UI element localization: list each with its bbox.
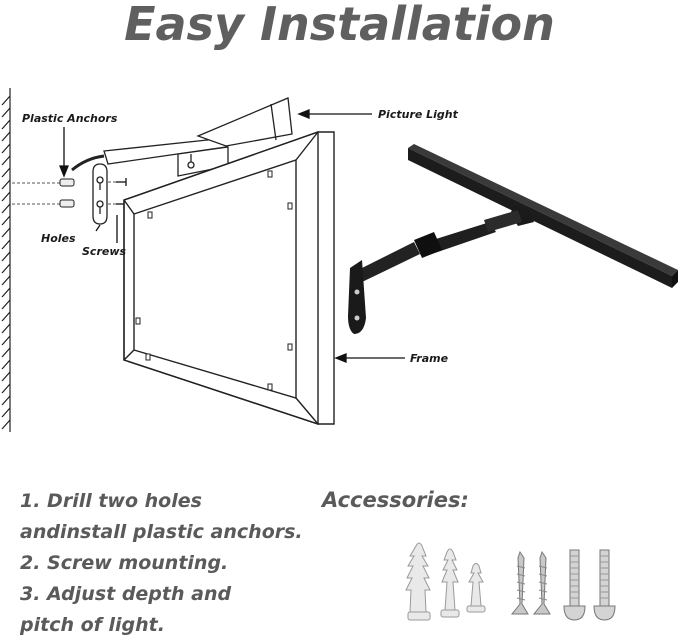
screw-thread bbox=[516, 565, 548, 601]
label-screws: Screws bbox=[82, 245, 127, 258]
label-picture-light: Picture Light bbox=[378, 108, 458, 121]
power-cord bbox=[71, 154, 105, 172]
installation-steps: 1. Drill two holes andinstall plastic an… bbox=[20, 486, 320, 641]
machine-screw-icon bbox=[563, 549, 616, 621]
step-line: 1. Drill two holes bbox=[20, 490, 202, 512]
mounting-bracket bbox=[92, 163, 108, 225]
light-head bbox=[196, 97, 293, 147]
step-line: 3. Adjust depth and bbox=[20, 583, 232, 605]
plastic-anchor-icon bbox=[405, 542, 486, 621]
label-frame: Frame bbox=[410, 352, 449, 365]
step-line: 2. Screw mounting. bbox=[20, 552, 229, 574]
step-line: andinstall plastic anchors. bbox=[20, 521, 303, 543]
picture-frame bbox=[123, 131, 335, 425]
picture-light-product bbox=[348, 144, 678, 334]
screw-thread bbox=[570, 555, 609, 599]
anchor-icon bbox=[59, 178, 75, 208]
wall bbox=[1, 88, 11, 432]
label-plastic-anchors: Plastic Anchors bbox=[22, 112, 118, 125]
frame-clips bbox=[135, 170, 293, 391]
page-title: Easy Installation bbox=[124, 0, 555, 51]
step-line: pitch of light. bbox=[20, 614, 165, 636]
accessories-title: Accessories: bbox=[322, 488, 469, 512]
installation-diagram bbox=[1, 88, 678, 432]
label-arrows bbox=[59, 109, 405, 363]
label-holes: Holes bbox=[41, 232, 76, 245]
